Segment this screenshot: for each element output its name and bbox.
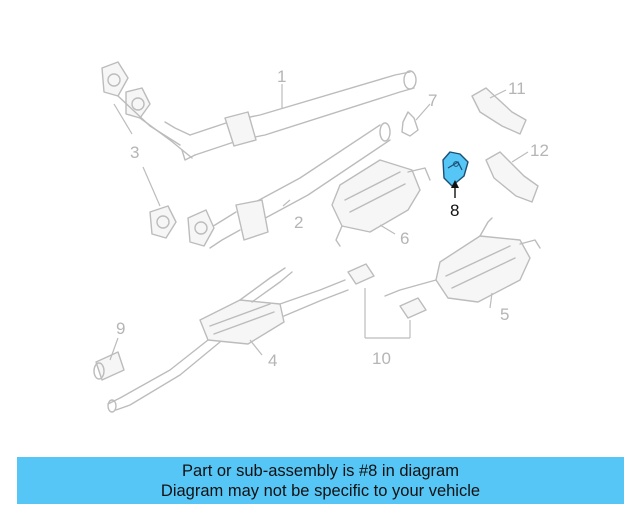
exhaust-system-diagram: 1 2 3 4 5 6 7 8 9 10 11 12 bbox=[93, 61, 549, 413]
banner-line-2: Diagram may not be specific to your vehi… bbox=[160, 481, 481, 500]
part-12-heat-shield bbox=[485, 151, 539, 203]
callout-2: 2 bbox=[294, 213, 303, 232]
callout-6: 6 bbox=[400, 229, 409, 248]
part-4-front-muffler bbox=[107, 267, 349, 413]
part-5-rear-muffler bbox=[384, 217, 541, 303]
part-7-hanger bbox=[401, 111, 419, 137]
part-1-front-pipe bbox=[101, 61, 417, 161]
part-10-clamps bbox=[347, 263, 427, 319]
banner-line-1: Part or sub-assembly is #8 in diagram bbox=[182, 461, 459, 480]
callout-5: 5 bbox=[500, 305, 509, 324]
part-6-centre-muffler bbox=[331, 159, 431, 247]
info-banner: Part or sub-assembly is #8 in diagram Di… bbox=[17, 457, 624, 504]
callout-10: 10 bbox=[372, 349, 391, 368]
part-11-heat-shield bbox=[471, 87, 527, 135]
part-8-highlighted bbox=[442, 151, 469, 187]
leader-lines bbox=[109, 84, 529, 361]
callout-9: 9 bbox=[116, 319, 125, 338]
callout-4: 4 bbox=[268, 351, 277, 370]
part-2-intermediate-pipe bbox=[187, 122, 391, 249]
callout-7: 7 bbox=[428, 91, 437, 110]
callout-12: 12 bbox=[530, 141, 549, 160]
callout-8: 8 bbox=[450, 201, 459, 220]
part-3-gaskets bbox=[149, 205, 177, 239]
callout-3: 3 bbox=[130, 143, 139, 162]
part-9-clamp bbox=[93, 351, 125, 381]
callout-11: 11 bbox=[508, 79, 526, 98]
callout-1: 1 bbox=[277, 67, 286, 86]
